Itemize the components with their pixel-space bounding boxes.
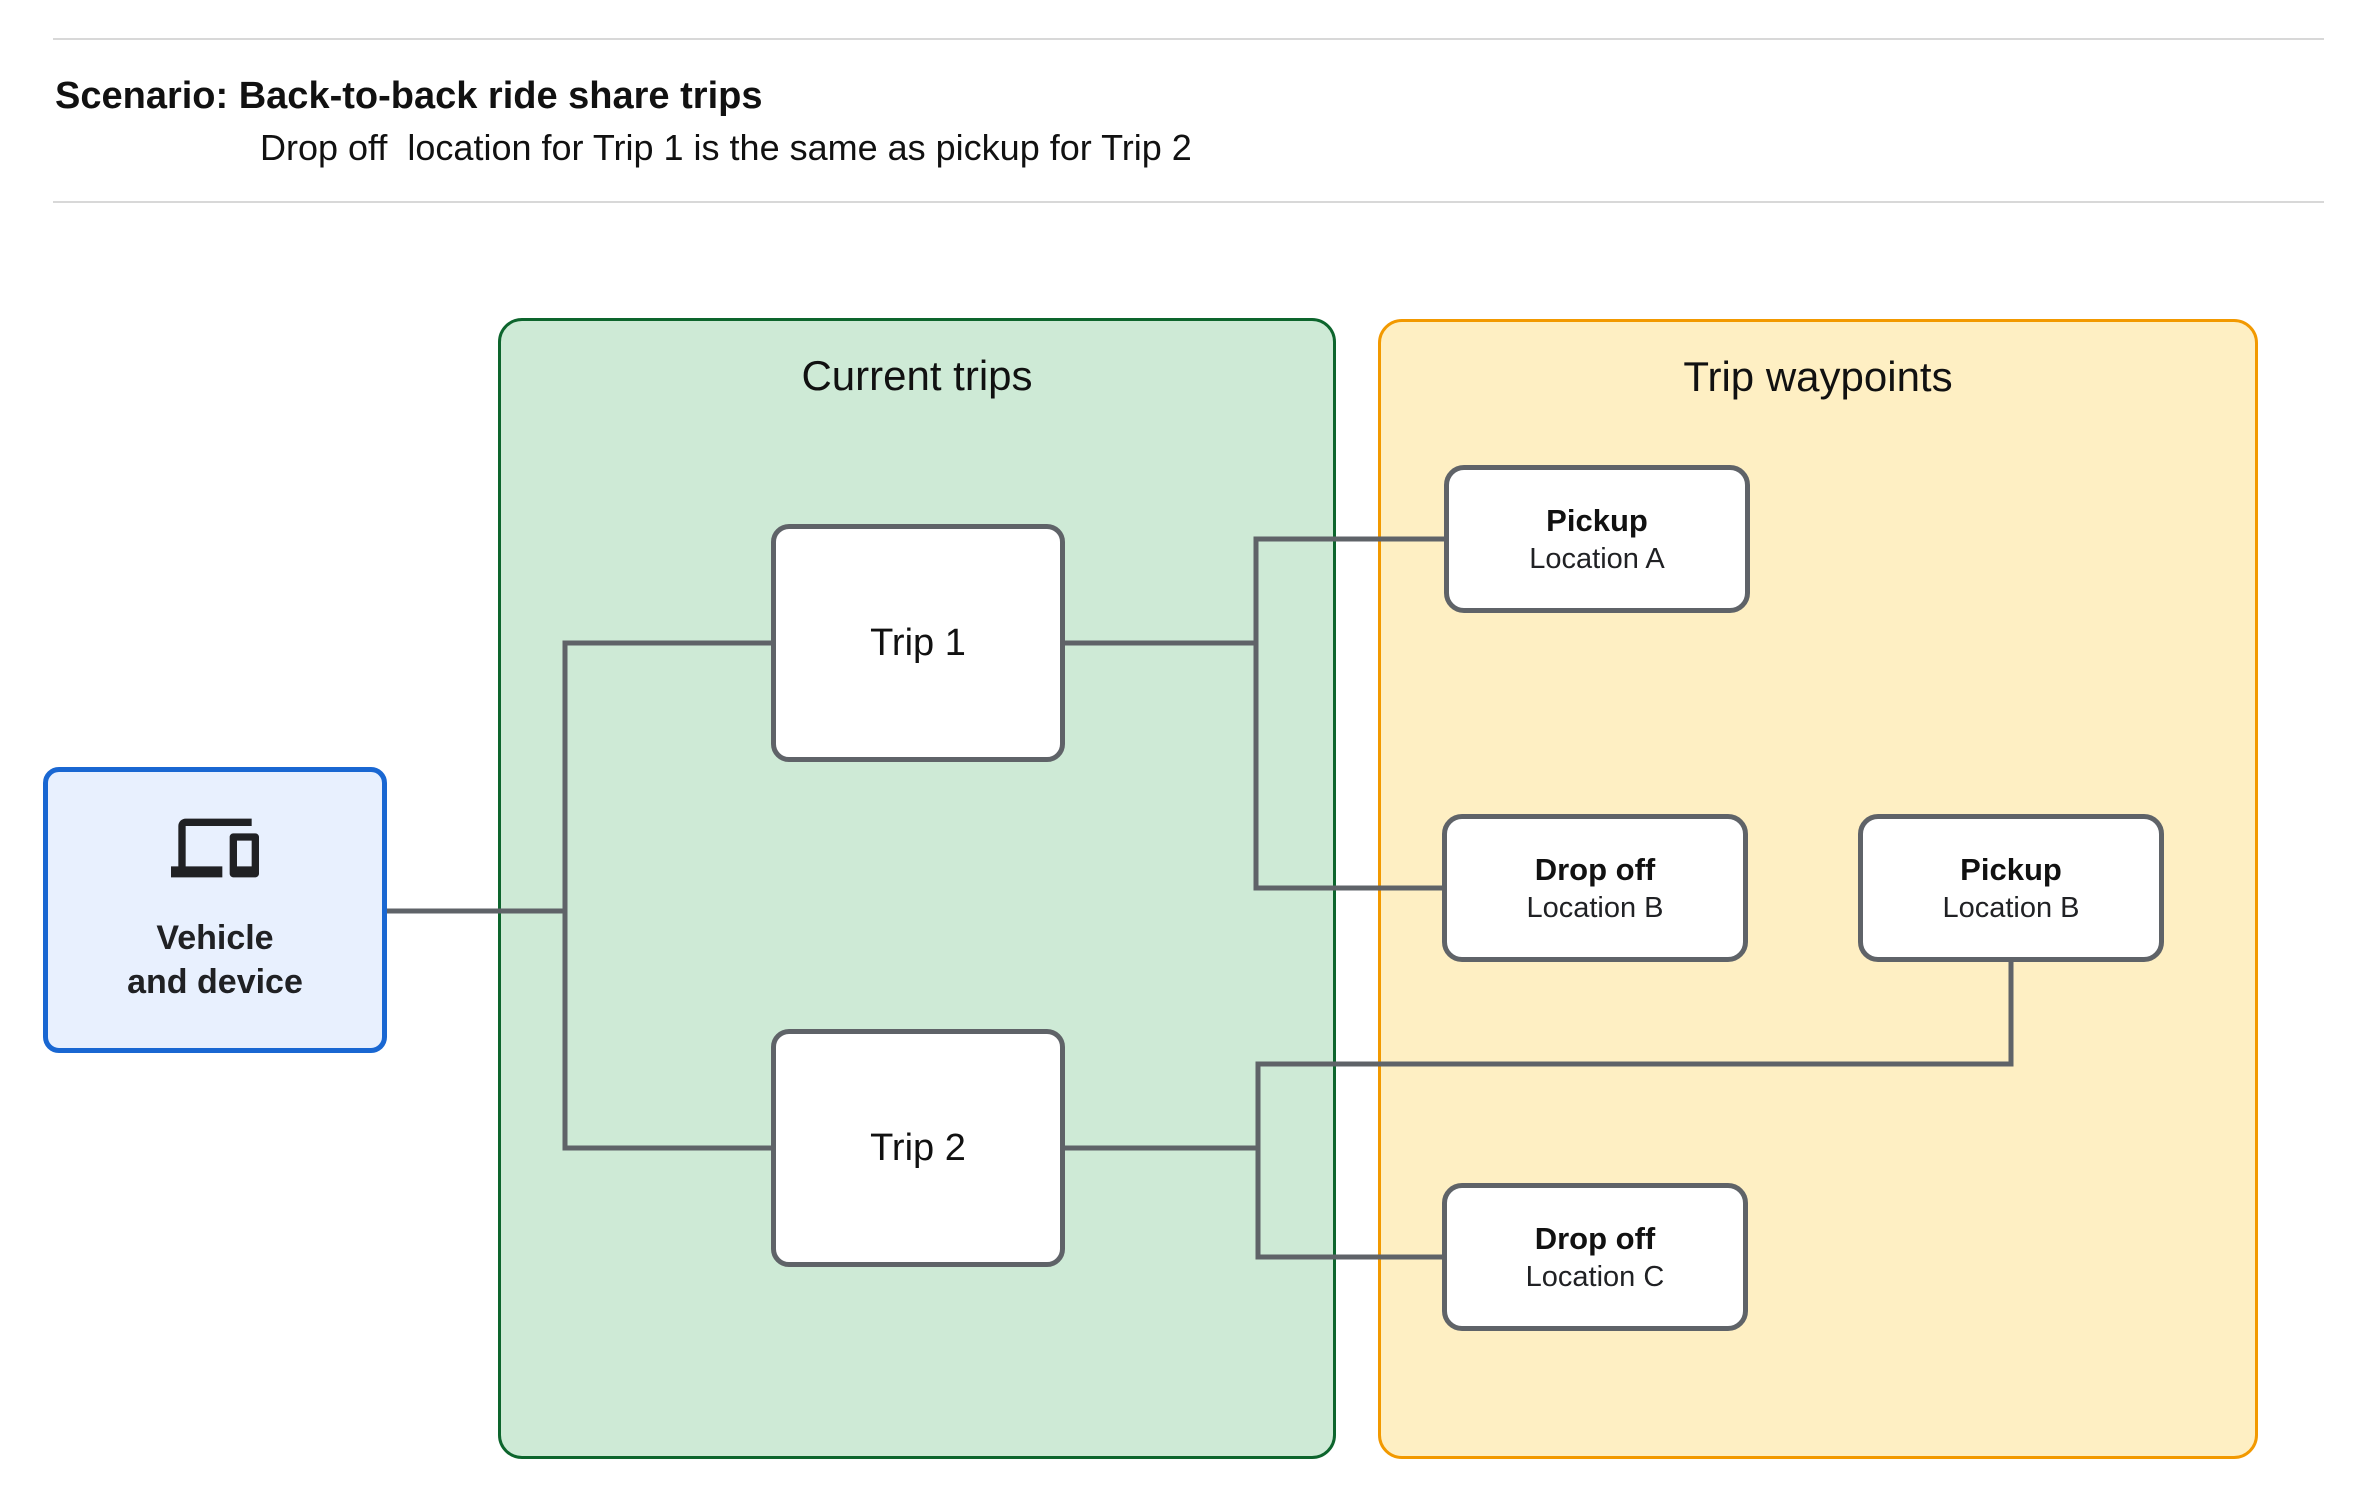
vehicle-label-line1: Vehicle	[156, 919, 274, 957]
group-title-trip-waypoints: Trip waypoints	[1683, 353, 1953, 400]
edge-vehicle-to-trips-branch	[562, 640, 778, 1151]
edge-trip2-to-pickup-b-and-dropoff-c	[1255, 955, 2014, 1260]
edge-trip1-to-pickup-a-and-dropoff-b	[1253, 536, 1450, 891]
waypoint-title: Drop off	[1534, 1221, 1656, 1256]
devices-icon	[171, 818, 259, 878]
trip-1-label: Trip 1	[870, 622, 966, 664]
waypoint-location: Location C	[1525, 1261, 1665, 1293]
waypoint-title: Drop off	[1534, 852, 1656, 887]
divider-top	[53, 38, 2324, 40]
vehicle-label-line2: and device	[127, 963, 303, 1001]
node-waypoint-dropoff-location-b: Drop off Location B	[1442, 814, 1748, 962]
waypoint-location: Location B	[1942, 892, 2080, 924]
waypoint-location: Location A	[1529, 543, 1665, 575]
node-waypoint-dropoff-location-c: Drop off Location C	[1442, 1183, 1748, 1331]
waypoint-title: Pickup	[1546, 503, 1648, 538]
page-title: Scenario: Back-to-back ride share trips	[55, 75, 763, 117]
trip-2-label: Trip 2	[870, 1127, 966, 1169]
node-trip-1: Trip 1	[771, 524, 1065, 762]
divider-bottom	[53, 201, 2324, 203]
node-trip-2: Trip 2	[771, 1029, 1065, 1267]
node-waypoint-pickup-location-a: Pickup Location A	[1444, 465, 1750, 613]
node-waypoint-pickup-location-b: Pickup Location B	[1858, 814, 2164, 962]
node-vehicle-and-device: Vehicle and device	[43, 767, 387, 1053]
vehicle-label: Vehicle and device	[127, 916, 303, 1004]
group-current-trips	[498, 318, 1336, 1459]
group-title-current-trips: Current trips	[801, 352, 1033, 399]
page-subtitle: Drop off location for Trip 1 is the same…	[260, 127, 1192, 168]
waypoint-title: Pickup	[1960, 852, 2062, 887]
waypoint-location: Location B	[1526, 892, 1664, 924]
